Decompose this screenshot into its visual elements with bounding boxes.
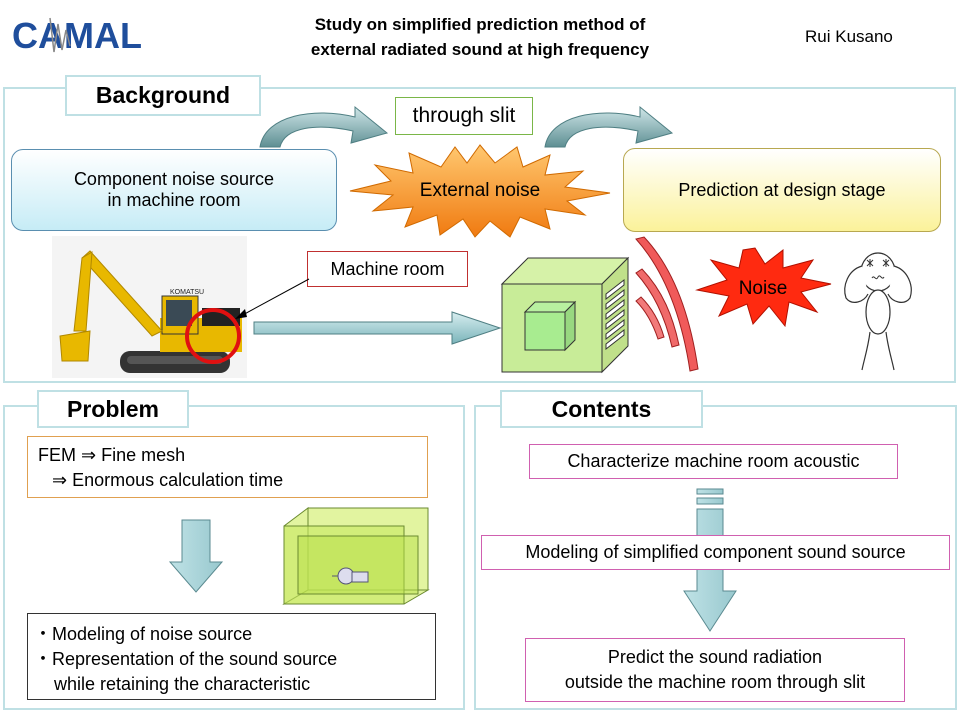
problem-solution-box: ・Modeling of noise source ・Representatio… [27, 613, 436, 700]
curved-arrow-left-icon [259, 105, 389, 148]
prediction-box: Prediction at design stage [623, 148, 941, 232]
big-right-arrow-icon [253, 311, 502, 345]
problem-down-arrow-icon [168, 519, 224, 593]
problem-bullet3: while retaining the characteristic [54, 674, 311, 694]
mesh-model-image [282, 507, 430, 605]
logo-waveform-icon [49, 17, 71, 53]
person-covering-ears-icon [844, 252, 912, 371]
excavator-image: KOMATSU [52, 236, 247, 378]
author-name: Rui Kusano [805, 27, 893, 46]
external-noise-label: External noise [419, 180, 541, 201]
excavator-brand-text: KOMATSU [170, 289, 204, 296]
problem-bullet1: ・Modeling of noise source [34, 624, 253, 644]
curved-arrow-right-icon [544, 105, 674, 148]
contents-step1: Characterize machine room acoustic [529, 444, 898, 479]
machine-room-red-circle [185, 308, 241, 364]
component-noise-source-box: Component noise source in machine room [11, 149, 337, 231]
fem-box: FEM ⇒ Fine mesh ⇒ Enormous calculation t… [27, 436, 428, 498]
noise-burst [695, 247, 832, 328]
title-line2: external radiated sound at high frequenc… [310, 40, 650, 59]
camal-logo: CAMAL [12, 15, 142, 56]
sound-waves-icon [635, 236, 699, 372]
contents-step3-line1: Predict the sound radiation [607, 647, 823, 667]
callout-pointer-line [235, 278, 310, 319]
fem-line2: ⇒ Enormous calculation time [52, 470, 284, 490]
problem-heading: Problem [37, 390, 189, 428]
component-line1: Component noise source [73, 169, 275, 189]
component-line2: in machine room [107, 190, 241, 210]
through-slit-label: through slit [395, 97, 533, 135]
problem-bullet2: ・Representation of the sound source [34, 649, 338, 669]
background-heading: Background [65, 75, 261, 116]
machine-room-callout: Machine room [307, 251, 468, 287]
machine-room-text: Machine room [330, 258, 445, 279]
noise-label: Noise [738, 278, 788, 299]
contents-step2-text: Modeling of simplified component sound s… [525, 542, 906, 562]
contents-heading: Contents [500, 390, 703, 428]
logo-text: CAMAL [12, 15, 142, 56]
contents-step1-text: Characterize machine room acoustic [567, 451, 860, 471]
contents-step3-line2: outside the machine room through slit [564, 672, 866, 692]
prediction-text: Prediction at design stage [678, 179, 886, 200]
machine-box-3d [500, 256, 630, 374]
page-title: Study on simplified prediction method of… [230, 12, 730, 62]
fem-line1: FEM ⇒ Fine mesh [38, 445, 186, 465]
through-slit-text: through slit [412, 104, 516, 127]
title-line1: Study on simplified prediction method of [314, 15, 646, 34]
external-noise-burst [349, 144, 611, 238]
contents-step2: Modeling of simplified component sound s… [481, 535, 950, 570]
contents-step3: Predict the sound radiation outside the … [525, 638, 905, 702]
